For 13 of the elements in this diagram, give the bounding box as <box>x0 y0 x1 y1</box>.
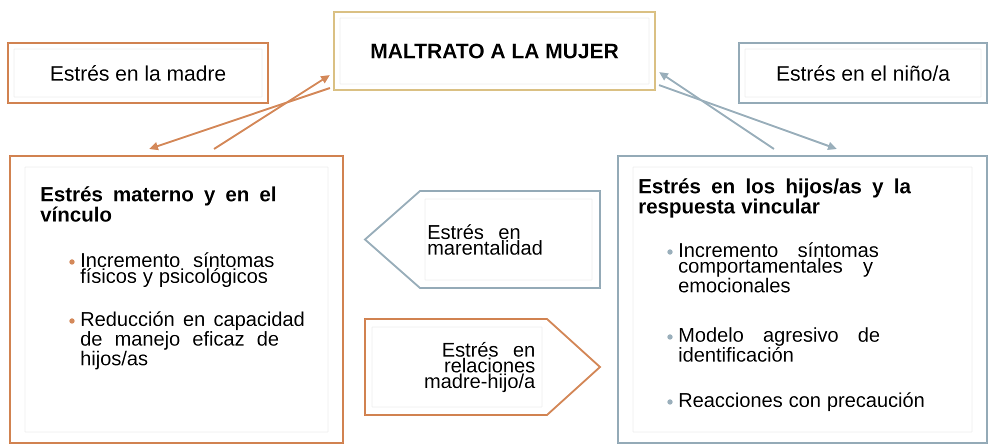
bullet-item: Reducción en capacidad de manejo eficaz de hijos/as <box>69 311 304 370</box>
arrow-shaped-box: Estrés en relaciones madre-hijo/a <box>364 318 602 416</box>
text-card <box>9 155 344 444</box>
title-box: MALTRATO A LA MUJER <box>333 11 656 91</box>
bullet-item: Incremento síntomas físicos y psicológicos <box>69 252 274 287</box>
bullet-item: Modelo agresivo de identificación <box>667 327 880 362</box>
bullet-item: Reacciones con precaución <box>667 392 924 412</box>
label-box: Estrés en el niño/a <box>738 42 988 104</box>
text-card <box>617 155 988 444</box>
bullet-item: Incremento síntomas comportamentales y emocionales <box>667 242 878 292</box>
card-heading: Estrés en los hijos/as y la respuesta vincular <box>640 178 912 218</box>
card-heading: Estrés materno y en el vínculo <box>40 186 276 222</box>
label-box: Estrés en la madre <box>7 42 269 104</box>
